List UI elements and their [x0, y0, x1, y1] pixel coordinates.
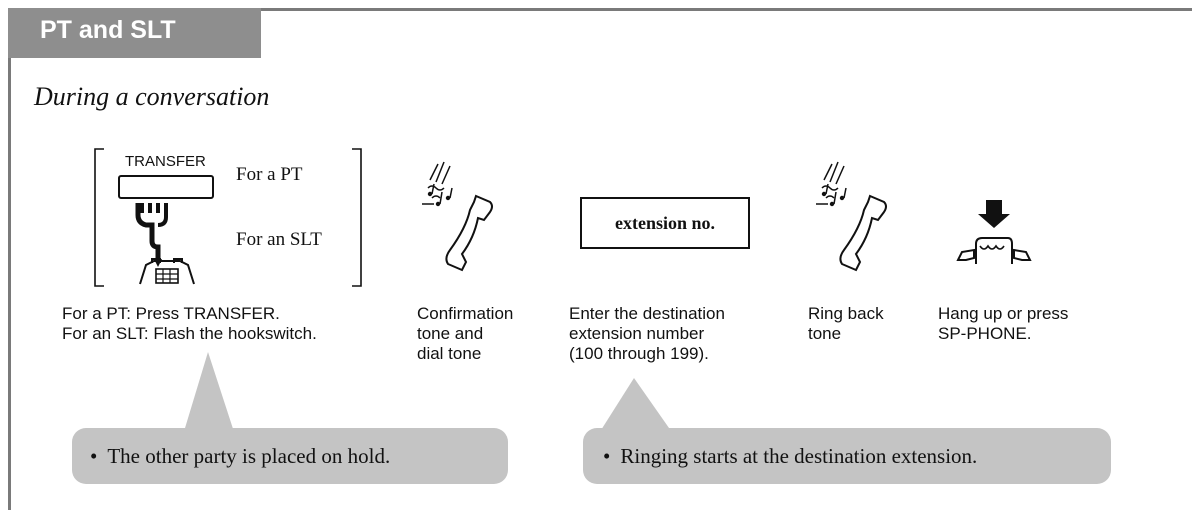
transfer-key-icon	[118, 175, 214, 199]
step4-caption-line1: Ring back	[808, 304, 884, 323]
hold-note-bullet: •	[90, 443, 98, 468]
transfer-key-label: TRANSFER	[125, 153, 206, 170]
ringing-note-callout: • Ringing starts at the destination exte…	[583, 428, 1111, 484]
ringing-handset-icon	[816, 161, 887, 272]
frame-top-border	[8, 8, 1192, 11]
for-pt-label: For a PT	[236, 164, 303, 185]
step5-caption-line2: SP-PHONE.	[938, 324, 1032, 343]
section-subtitle: During a conversation	[34, 82, 270, 111]
for-slt-label: For an SLT	[236, 229, 322, 250]
step5-caption-line1: Hang up or press	[938, 304, 1069, 323]
step1-caption-line1: For a PT: Press TRANSFER.	[62, 304, 280, 323]
hang-up-icon	[956, 200, 1032, 264]
ringing-handset-icon	[422, 161, 493, 272]
step3-caption-line3: (100 through 199).	[569, 344, 709, 363]
ringing-note-bullet: •	[603, 443, 611, 468]
step2-caption-line1: Confirmation	[417, 304, 514, 323]
extension-no-label: extension no.	[614, 212, 715, 233]
ringing-note-text: Ringing starts at the destination extens…	[620, 443, 978, 468]
hold-note-callout: • The other party is placed on hold.	[72, 428, 508, 484]
step2-caption-line3: dial tone	[417, 344, 482, 363]
step2-caption-line2: tone and	[417, 324, 484, 343]
hold-note-text: The other party is placed on hold.	[107, 443, 391, 468]
step1-caption-line2: For an SLT: Flash the hookswitch.	[62, 324, 317, 343]
slt-phone-icon	[139, 258, 195, 285]
step3-caption-line1: Enter the destination	[569, 304, 725, 323]
section-tab-label: PT and SLT	[40, 16, 176, 44]
extension-no-box: extension no.	[580, 197, 750, 249]
step3-caption-line2: extension number	[569, 324, 705, 343]
step4-caption-line2: tone	[808, 324, 842, 343]
section-tab: PT and SLT	[8, 8, 261, 58]
frame-left-border	[8, 8, 11, 510]
